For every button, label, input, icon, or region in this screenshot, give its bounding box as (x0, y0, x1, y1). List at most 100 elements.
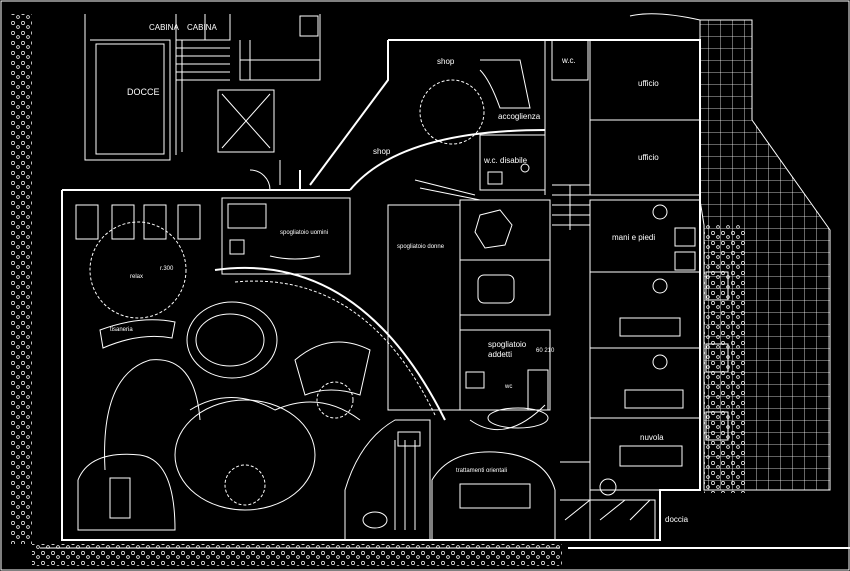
wc-basin-curve (487, 407, 549, 429)
nuvola-room (589, 417, 701, 491)
mani-piedi-sink (674, 227, 696, 247)
steam-room (294, 341, 371, 396)
uomini-toilet (229, 239, 245, 255)
shop-wall (309, 40, 389, 186)
sauna-left (77, 453, 176, 531)
nuvola-bed (619, 445, 683, 467)
label-trattamenti-orientali: trattamenti orientali (456, 468, 507, 474)
label-nuvola: nuvola (640, 433, 664, 442)
label-wc-disabile: w.c. disabile (483, 156, 528, 165)
wc-disabile-room (479, 134, 546, 191)
bottom-gravel-strip (32, 544, 562, 566)
door-swing (249, 169, 271, 191)
doccia-head (599, 478, 617, 496)
label-wc-addetti: wc (504, 384, 512, 390)
treatment-room-2 (459, 259, 551, 316)
trattamenti-curve (469, 404, 546, 431)
mani-piedi-stool (652, 204, 668, 220)
sauna-bench (109, 477, 131, 519)
cabin-3-stool (652, 354, 668, 370)
spogliatoio-addetti-room (459, 329, 551, 411)
pool-top (186, 301, 278, 379)
uomini-sink-counter (269, 255, 321, 260)
reception-desk (479, 59, 531, 109)
relax-lounger-2 (111, 204, 135, 240)
hammam (344, 419, 431, 541)
doccia-room (560, 461, 656, 540)
terrace-grid (699, 19, 831, 491)
left-gravel-strip (10, 14, 32, 544)
treatment-chair-2 (477, 274, 515, 304)
shop-counter (414, 179, 481, 201)
label-dim-addetti: 60 210 (536, 348, 555, 354)
doccia-partitions (564, 499, 651, 521)
window-2 (705, 343, 729, 373)
shop-curve (349, 129, 546, 191)
spogliatoio-donne-room (387, 204, 461, 411)
mani-piedi-sink-2 (674, 251, 696, 271)
wc-disabile-sink (520, 163, 530, 173)
kneipp-path (104, 359, 201, 471)
label-spogliatoio-uomini: spogliatoio uomini (280, 230, 328, 236)
label-shop-mid: shop (373, 147, 391, 156)
label-ufficio-2: ufficio (638, 153, 659, 162)
hammam-slats (394, 440, 416, 530)
central-pool-circle (224, 464, 266, 506)
docce-inner (95, 43, 165, 155)
elevator (217, 89, 275, 153)
upper-stairs (239, 14, 321, 81)
ufficio-2-room (589, 119, 701, 196)
trattamenti-orientali-room (431, 451, 556, 541)
label-relax: relax (130, 274, 143, 280)
wc-room (551, 40, 589, 81)
tisaneria-counter (99, 319, 176, 349)
label-spogliatoio-addetti-2: addetti (488, 350, 512, 359)
label-spogliatoio-donne: spogliatoio donne (397, 244, 445, 250)
steam-circle (316, 381, 354, 419)
stairs (175, 40, 230, 155)
window-1 (705, 271, 729, 301)
label-mani-e-piedi: mani e piedi (612, 233, 655, 242)
hammam-basin (397, 431, 421, 447)
treatment-room-1 (459, 199, 551, 261)
toilet-top (299, 15, 319, 37)
label-cabina-2: CABINA (187, 23, 217, 32)
label-tisaneria: tisaneria (110, 327, 133, 333)
label-shop-top: shop (437, 57, 455, 66)
cabin-2-stool (652, 278, 668, 294)
label-wc: w.c. (561, 56, 576, 65)
uomini-bench (227, 203, 267, 229)
hammam-bowl (362, 511, 388, 529)
label-docce: DOCCE (127, 87, 160, 97)
label-cabina-1: CABINA (149, 23, 179, 32)
label-doccia: doccia (665, 515, 689, 524)
pool-top-inner (195, 313, 265, 367)
spogliatoio-uomini-room (221, 197, 351, 275)
outer-wall-right (388, 39, 701, 541)
elevator-cross (221, 93, 271, 149)
relax-lounger-1 (75, 204, 99, 240)
wc-disabile-toilet (487, 171, 503, 185)
docce-room (84, 14, 171, 161)
label-accoglienza: accoglienza (498, 112, 541, 121)
relax-circle (89, 221, 187, 319)
label-spogliatoio-addetti-1: spogliatoio (488, 340, 527, 349)
service-stairs (552, 184, 590, 230)
cabina-rooms (175, 14, 231, 41)
pool-edge (189, 397, 361, 421)
corridor-arc-inner (234, 280, 436, 416)
treatment-chair-1 (474, 209, 513, 249)
central-pool (174, 399, 316, 511)
cabin-2-room (589, 271, 701, 349)
shop-turning-circle (419, 79, 485, 145)
cabin-3-bed (624, 389, 684, 409)
label-ufficio-1: ufficio (638, 79, 659, 88)
terrace-curve (629, 13, 701, 21)
addetti-toilet (465, 371, 485, 389)
relax-lounger-3 (143, 204, 167, 240)
relax-lounger-4 (177, 204, 201, 240)
window-3 (705, 411, 729, 441)
label-relax-dim: r.300 (160, 266, 174, 272)
corridor-arc-outer (214, 266, 446, 421)
